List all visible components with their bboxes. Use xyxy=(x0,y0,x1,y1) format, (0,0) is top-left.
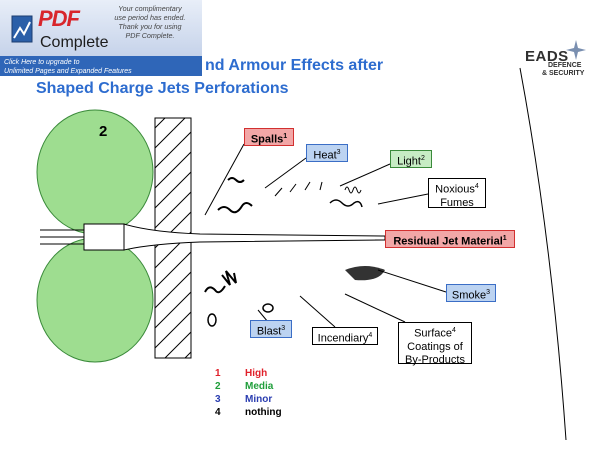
banner-pdf-text: PDF xyxy=(38,6,80,31)
legend-text: Minor xyxy=(245,394,273,405)
surface-code: 4 xyxy=(452,327,456,334)
smoke-text: Smoke xyxy=(451,289,487,302)
residual-jet-label: Residual Jet Material1 xyxy=(385,230,515,248)
blast-debris xyxy=(204,285,226,294)
spalls-text: Spalls xyxy=(250,133,284,146)
heat-code: 3 xyxy=(336,149,341,156)
upper-crew-zone xyxy=(36,109,154,235)
legend-text: Media xyxy=(245,381,274,392)
spalls-debris xyxy=(217,202,253,214)
banner-upgrade-link[interactable]: Click Here to upgrade to xyxy=(4,59,80,66)
incendiary-label: Incendiary4 xyxy=(312,327,378,345)
legend-text: High xyxy=(245,368,268,379)
charge-case xyxy=(83,223,125,251)
smoke-cloud xyxy=(345,266,385,281)
smoke-code: 3 xyxy=(486,289,491,296)
slide-border-curve xyxy=(519,67,567,441)
armour-hatching xyxy=(154,117,192,359)
blast-code: 3 xyxy=(281,325,286,332)
banner-promo-line: Thank you for using xyxy=(118,22,182,31)
residual-text: Residual Jet Material xyxy=(393,235,503,248)
legend-number: 2 xyxy=(215,381,221,392)
heat-label: Heat3 xyxy=(306,144,348,162)
incendiary-text: Incendiary xyxy=(317,332,369,345)
eads-logo-sub1: DEFENCE xyxy=(548,62,582,69)
legend-row: 4 nothing xyxy=(215,407,282,420)
light-label: Light2 xyxy=(390,150,432,168)
lower-crew-zone xyxy=(36,237,154,363)
eads-logo-sub2: & SECURITY xyxy=(542,70,585,77)
fumes-cloud xyxy=(329,199,363,208)
smoke-label: Smoke3 xyxy=(446,284,496,302)
light-text: Light xyxy=(397,155,421,168)
legend-number: 4 xyxy=(215,407,221,418)
blast-label: Blast3 xyxy=(250,320,292,338)
surface-coatings-label: Surface4 Coatings of By-Products xyxy=(398,322,472,366)
noxious-text: Noxious xyxy=(435,183,475,196)
region-number: 2 xyxy=(99,123,108,140)
banner-complete-text: Complete xyxy=(40,34,109,51)
slide-title-line1: nd Armour Effects after xyxy=(205,57,384,74)
surface-text: Surface xyxy=(414,327,452,340)
heat-text: Heat xyxy=(313,149,337,162)
noxious-fumes-label: Noxious4 Fumes xyxy=(428,178,486,209)
incendiary-code: 4 xyxy=(368,332,373,339)
leader-lines xyxy=(204,143,447,328)
legend: 1 High 2 Media 3 Minor 4 nothing xyxy=(215,368,282,420)
legend-text: nothing xyxy=(245,407,282,418)
residual-code: 1 xyxy=(502,235,507,242)
light-rays xyxy=(274,181,323,197)
banner-promo-line: Your complimentary xyxy=(118,4,182,13)
light-code: 2 xyxy=(420,155,425,162)
legend-row: 3 Minor xyxy=(215,394,282,407)
banner-promo-line: use period has ended. xyxy=(114,13,186,22)
coatings-text: Coatings of xyxy=(407,340,463,353)
banner-promo-line: PDF Complete. xyxy=(125,31,175,40)
blast-text: Blast xyxy=(256,325,282,338)
eads-logo: EADS xyxy=(525,48,569,65)
noxious-code: 4 xyxy=(474,183,479,190)
banner-header xyxy=(0,0,202,56)
legend-number: 1 xyxy=(215,368,221,379)
byproducts-text: By-Products xyxy=(405,353,465,366)
legend-row: 2 Media xyxy=(215,381,282,394)
slide-title-line2: Shaped Charge Jets Perforations xyxy=(36,80,289,97)
spalls-label: Spalls1 xyxy=(244,128,294,146)
star-icon xyxy=(566,40,586,60)
pdf-complete-logo-icon xyxy=(11,15,33,43)
legend-number: 3 xyxy=(215,394,221,405)
spalls-code: 1 xyxy=(283,133,288,140)
banner-features-link[interactable]: Unlimited Pages and Expanded Features xyxy=(4,68,132,75)
legend-row: 1 High xyxy=(215,368,282,381)
fumes-text: Fumes xyxy=(440,196,474,209)
